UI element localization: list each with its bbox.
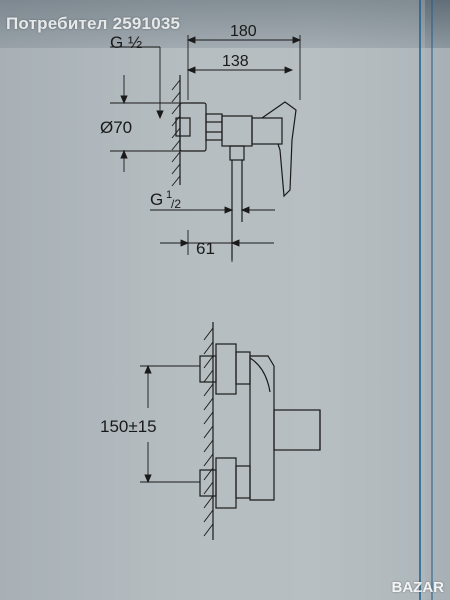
front-view: [199, 322, 321, 540]
watermark-logo: BAZAR: [391, 579, 445, 596]
header-bar: Потребител 2591035: [0, 0, 450, 48]
lever-handle: [261, 101, 297, 198]
dim-width-total: 180: [230, 23, 257, 40]
dim-thread-bottom-den: /2: [171, 197, 181, 211]
dim-thread-top: G ½: [110, 33, 142, 52]
front-dimensions: [140, 364, 200, 484]
dim-diameter: Ø70: [100, 118, 132, 137]
top-dimensions: [110, 35, 302, 262]
outlet: [229, 145, 245, 161]
dim-thread-bottom-main: G: [150, 190, 163, 209]
dim-width-body: 138: [222, 53, 249, 70]
user-label: Потребител 2591035: [6, 14, 181, 33]
cartridge: [251, 117, 283, 145]
dim-thread-bottom-num: 1: [166, 189, 172, 201]
dim-centers: 150±15: [100, 417, 157, 436]
dim-outlet: 61: [196, 239, 215, 258]
top-view: [171, 75, 297, 260]
connector: [175, 117, 191, 137]
